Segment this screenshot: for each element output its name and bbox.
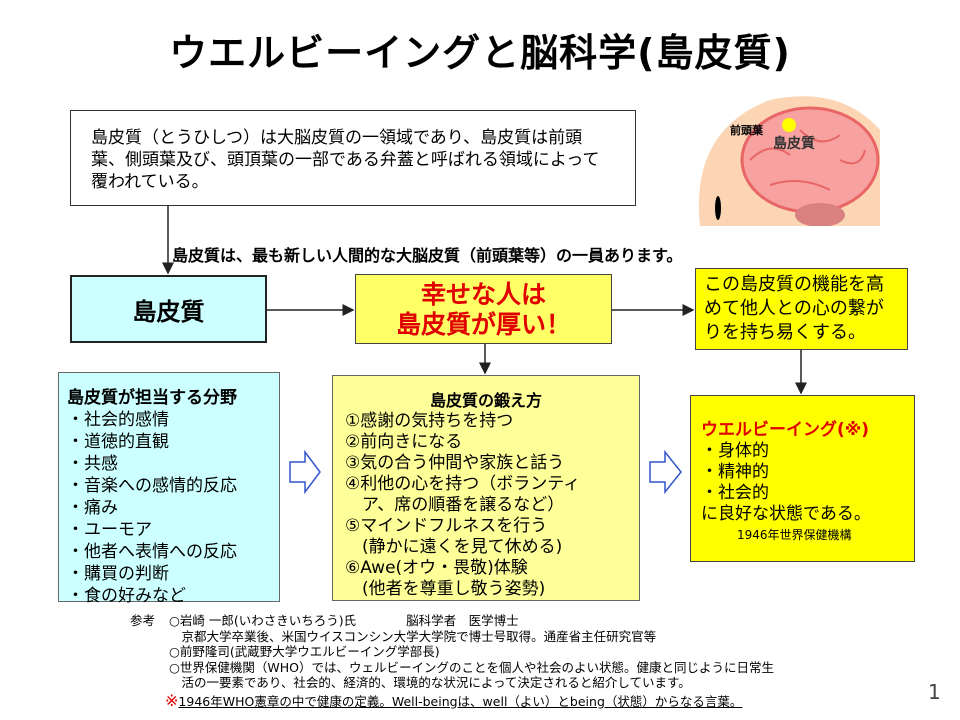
refs-label: 参考	[130, 613, 156, 628]
slide-title: ウエルビーイングと脳科学(島皮質)	[169, 31, 791, 75]
intro-box: 島皮質（とうひしつ）は大脳皮質の一領域であり、島皮質は前頭葉、側頭葉及び、頭頂葉…	[70, 110, 636, 206]
function-box: この島皮質の機能を高めて他人との心の繋がりを持ち易くする。	[695, 268, 908, 350]
brain-label-insula: 島皮質	[773, 135, 815, 152]
list-item: ・音楽への感情的反応	[67, 476, 237, 496]
list-item: ア、席の順番を譲るなど）	[345, 495, 565, 515]
insula-box: 島皮質	[70, 275, 267, 343]
list-item: ②前向きになる	[345, 432, 463, 452]
happy-line1: 幸せな人は	[420, 280, 546, 309]
list-item: ・購買の判断	[67, 564, 169, 584]
ref-line: ○世界保健機関（WHO）では、ウェルビーイングのことを個人や社会のよい状態。健康…	[169, 659, 775, 675]
list-item: ・共感	[67, 454, 118, 474]
list-item: ・痛み	[67, 498, 118, 518]
fields-heading: 島皮質が担当する分野	[67, 388, 237, 408]
brain-illustration: 前頭葉 島皮質	[698, 96, 880, 226]
ref-line: ○前野隆司(武蔵野大学ウエルビーイング学部長)	[169, 644, 440, 659]
training-box: 島皮質の鍛え方 ①感謝の気持ちを持つ ②前向きになる ③気の合う仲間や家族と話う…	[332, 375, 640, 601]
list-item: ・社会的感情	[67, 410, 169, 430]
page-number: 1	[928, 680, 941, 704]
list-item: (他者を尊重し敬う姿勢)	[345, 579, 546, 599]
list-item: ⑤マインドフルネスを行う	[345, 516, 548, 536]
list-item: (静かに遠くを見て休める)	[345, 537, 563, 557]
references: 参考 ○岩崎 一郎(いわさきいちろう)氏 脳科学者 医学博士 京都大学卒業後、米…	[130, 613, 774, 709]
list-item: ・社会的	[701, 483, 769, 503]
wellbeing-heading: ウエルビーイング(※)	[701, 420, 870, 440]
ref-line: 活の一要素であり、社会的、経済的、環境的な状況によって決定されると紹介しています…	[181, 675, 691, 690]
ref-note: 1946年WHO憲章の中で健康の定義。Well-beingは、well（よい）と…	[178, 693, 743, 709]
happy-box: 幸せな人は 島皮質が厚い！	[355, 274, 612, 344]
list-item: ①感謝の気持ちを持つ	[345, 411, 514, 431]
list-item: ・ユーモア	[67, 520, 152, 540]
subtitle: 島皮質は、最も新しい人間的な大脳皮質（前頭葉等）の一員あります。	[172, 246, 683, 265]
wellbeing-box: ウエルビーイング(※) ・身体的 ・精神的 ・社会的 に良好な状態である。 19…	[690, 395, 915, 562]
list-item: ・食の好みなど	[67, 586, 186, 606]
list-item: ・道徳的直観	[67, 432, 169, 452]
list-item: ⑥Awe(オウ・畏敬)体験	[345, 558, 528, 578]
list-item: ・精神的	[701, 462, 769, 482]
list-item: ・他者へ表情への反応	[67, 542, 237, 562]
happy-line2: 島皮質が厚い！	[395, 310, 571, 339]
list-item: ・身体的	[701, 441, 769, 461]
wellbeing-source: 1946年世界保健機構	[737, 528, 852, 542]
list-item: ④利他の心を持つ（ボランティ	[345, 474, 581, 494]
training-heading: 島皮質の鍛え方	[429, 391, 542, 410]
ref-line: ○岩崎 一郎(いわさきいちろう)氏 脳科学者 医学博士	[169, 613, 519, 628]
brain-label-frontal: 前頭葉	[730, 123, 764, 137]
ref-line: 京都大学卒業後、米国ウイスコンシン大学大学院で博士号取得。通産省主任研究官等	[181, 628, 657, 644]
list-item: ③気の合う仲間や家族と話う	[345, 453, 565, 473]
fields-box: 島皮質が担当する分野 ・社会的感情 ・道徳的直観 ・共感 ・音楽への感情的反応 …	[58, 372, 280, 606]
wellbeing-closing: に良好な状態である。	[701, 504, 871, 524]
note-mark: ※	[165, 690, 179, 710]
